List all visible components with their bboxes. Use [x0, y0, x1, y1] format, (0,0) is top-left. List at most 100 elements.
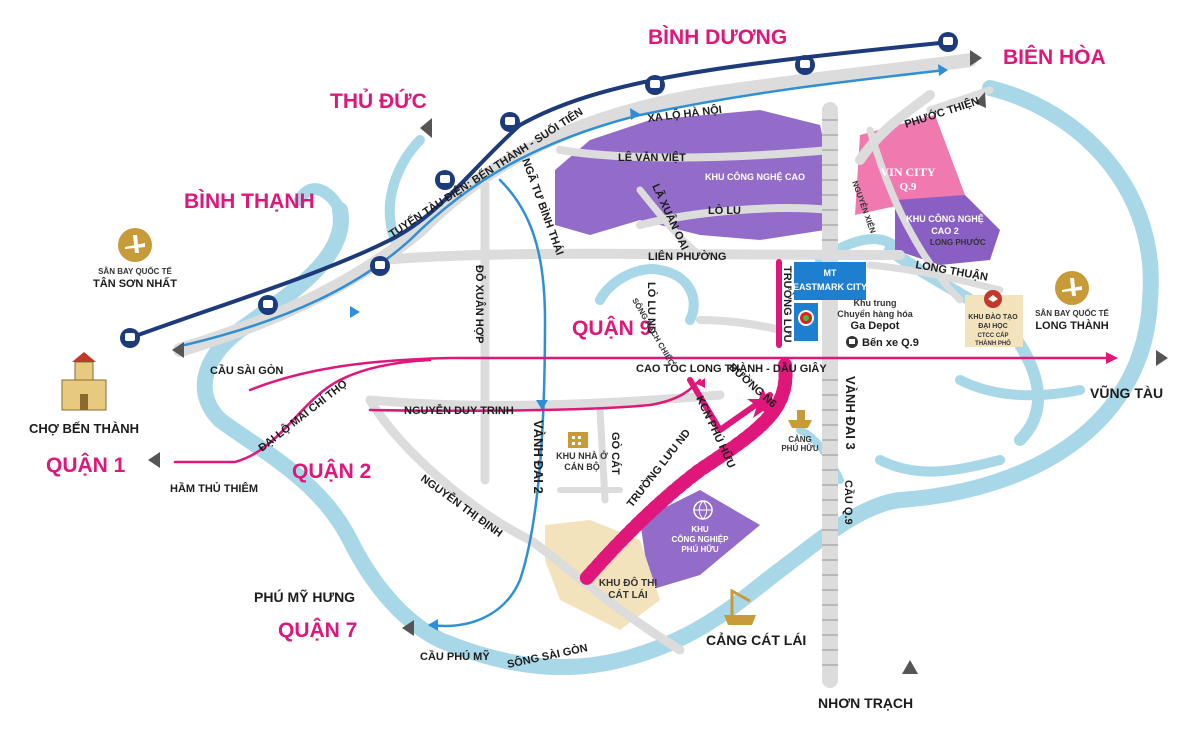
- arrow-bien-hoa: [970, 50, 982, 66]
- label-vanh-dai-3: VÀNH ĐAI 3: [843, 376, 858, 450]
- label-truong-luu: TRƯỜNG LƯU: [781, 266, 794, 343]
- arrow-nhon-trach: [902, 660, 918, 674]
- road-nguyen-xien: [866, 126, 964, 304]
- label-cao-toc: CAO TỐC LONG THÀNH - DẦU GIÂY: [636, 361, 827, 375]
- dao-tao-line1: KHU ĐÀO TẠO: [968, 312, 1018, 321]
- cat-lai-zone: [545, 520, 660, 630]
- label-le-van-viet: LÊ VĂN VIỆT: [618, 151, 686, 164]
- vd3-hatch: [822, 119, 838, 666]
- road-ne-link: [855, 90, 935, 165]
- kcn-phu-huu-line2: CÔNG NGHIỆP: [672, 535, 730, 544]
- metro-station-icon: [258, 295, 278, 315]
- kcn-phu-huu-zone: [640, 490, 760, 590]
- arrow-thu-duc: [420, 118, 432, 138]
- pink-dashed-truong-luu-nd: [578, 358, 793, 587]
- district-binh-duong: BÌNH DƯƠNG: [648, 26, 787, 49]
- pink-cao-toc: [248, 356, 1112, 392]
- saigon-river: [196, 80, 1159, 675]
- metro-station-icon: [120, 328, 140, 348]
- lt-name: LONG THÀNH: [1035, 319, 1108, 332]
- label-do-xuan-hop: ĐỖ XUÂN HỢP: [473, 265, 486, 343]
- road-lien-phuong: [375, 248, 905, 265]
- ship-icon: [788, 410, 812, 428]
- district-vung-tau: VŨNG TÀU: [1090, 384, 1163, 401]
- star-icon: [747, 388, 779, 418]
- dao-tao-line4: THÀNH PHỐ: [975, 340, 1011, 347]
- ben-xe-label: Bến xe Q.9: [862, 337, 919, 349]
- building-icon: [568, 432, 588, 448]
- river-east-2: [955, 375, 1085, 401]
- label-cau-sai-gon: CẦU SÀI GÒN: [210, 364, 283, 377]
- rach-chiec: [595, 264, 699, 325]
- dao-tao-line2: ĐẠI HỌC: [978, 323, 1008, 330]
- khu-cnc2-line1: KHU CÔNG NGHỆ: [906, 213, 984, 224]
- district-bien-hoa: BIÊN HÒA: [1003, 45, 1106, 69]
- blue-routes: [183, 68, 947, 628]
- arrow-ndt: [697, 378, 705, 388]
- river-branch-nw: [384, 135, 425, 245]
- arrow-vd2: [536, 400, 548, 410]
- airport-icon: [118, 228, 152, 262]
- pink-mai-chi-tho: [173, 358, 432, 464]
- tsn-name: TÂN SƠN NHẤT: [93, 277, 177, 290]
- pink-nguyen-duy-trinh: [368, 378, 702, 413]
- district-quan-1: QUẬN 1: [46, 453, 126, 477]
- pink-routes: [173, 259, 1112, 587]
- direction-arrows: [148, 50, 1168, 674]
- cat-lai-line1: KHU ĐÔ THỊ: [599, 576, 658, 589]
- nha-o-line1: KHU NHÀ Ở: [556, 450, 608, 461]
- label-lo-lu: LÒ LU: [708, 204, 741, 217]
- metro-station-icon: [645, 75, 665, 95]
- road-le-van-viet: [556, 146, 834, 162]
- district-binh-thanh: BÌNH THẠNH: [184, 190, 315, 213]
- label-mai-chi-tho: ĐẠI LỘ MAI CHÍ THỌ: [256, 377, 350, 454]
- road-go-cat: [596, 406, 609, 504]
- metro-station-icon: [370, 256, 390, 276]
- label-lo-lu-nd: LÒ LU ND: [645, 282, 658, 334]
- arrow-cao-toc: [1106, 352, 1118, 364]
- label-nguyen-thi-dinh: NGUYỄN THỊ ĐỊNH: [418, 472, 505, 540]
- blue-arrows: [350, 64, 948, 631]
- arrow-xalo-3: [938, 64, 948, 76]
- project-label-line1: MT: [824, 268, 837, 278]
- district-quan-7: QUẬN 7: [278, 618, 357, 642]
- river-east-3: [875, 455, 1005, 477]
- kcn-phu-huu-line3: PHÚ HỮU: [681, 545, 719, 554]
- label-go-cat: GÒ CÁT: [609, 432, 622, 475]
- metro-station-icon: [795, 55, 815, 75]
- metro-line: [120, 32, 958, 348]
- blue-vanh-dai-2: [428, 178, 547, 628]
- university-icon: [984, 290, 1002, 308]
- nha-o-line2: CÁN BỘ: [564, 461, 600, 472]
- label-cau-q9: CẦU Q.9: [842, 480, 855, 525]
- road-la-xuan-oai: [636, 186, 704, 259]
- khu-cnc-label: KHU CÔNG NGHỆ CAO: [705, 171, 805, 182]
- metro-stations: [120, 32, 958, 348]
- label-nguyen-duy-trinh: NGUYỄN DUY TRINH: [404, 404, 514, 417]
- pink-kcn-phu-huu: [687, 377, 773, 433]
- district-quan-2: QUẬN 2: [292, 459, 371, 483]
- arrow-xalo-2: [630, 108, 640, 120]
- arrow-quan-1: [148, 452, 160, 468]
- arrow-quan-7: [402, 620, 414, 636]
- cho-ben-thanh-label: CHỢ BẾN THÀNH: [29, 421, 139, 436]
- district-quan-9: QUẬN 9: [572, 316, 651, 340]
- globe-icon: [693, 500, 713, 520]
- cat-lai-line2: CÁT LÁI: [608, 588, 648, 601]
- dao-tao-line3: CTCC CẤP: [978, 332, 1009, 339]
- cang-phu-huu-line1: CẢNG: [788, 435, 812, 444]
- tsn-caption: SÂN BAY QUỐC TẾ: [98, 266, 172, 276]
- pink-arrows: [697, 352, 1118, 388]
- district-thu-duc: THỦ ĐỨC: [330, 89, 427, 113]
- bus-icon: [846, 336, 858, 348]
- eastmark-project[interactable]: MT EASTMARK CITY: [793, 262, 867, 341]
- kcn-phu-huu-line1: KHU: [691, 525, 709, 534]
- label-lien-phuong: LIÊN PHƯỜNG: [648, 250, 726, 263]
- metro-station-icon: [938, 32, 958, 52]
- label-cau-phu-my: CẦU PHÚ MỸ: [420, 650, 490, 663]
- arrow-xalo-1: [350, 306, 360, 318]
- arrow-vung-tau: [1156, 350, 1168, 366]
- arrow-ne: [975, 92, 986, 108]
- road-phuoc-thien: [926, 86, 994, 114]
